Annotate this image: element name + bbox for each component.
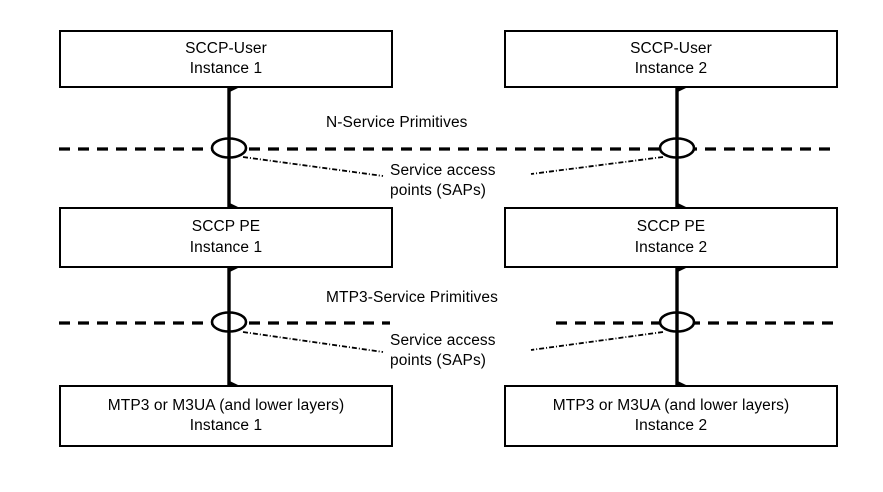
box-label-line2: Instance 2 (634, 60, 708, 77)
sap-ellipse-upper-right (658, 137, 696, 159)
box-label-line1: SCCP PE (191, 218, 261, 236)
box-label-line1: SCCP-User (630, 39, 712, 57)
sap-label-upper-line1: Service access (390, 162, 496, 179)
sap-label-lower-line1: Service access (390, 332, 496, 349)
box-label-line2: Instance 2 (634, 238, 708, 256)
leader-line-upper-left (242, 156, 384, 177)
mtp3-service-primitives-label: MTP3-Service Primitives (326, 288, 498, 308)
mtp3-m3ua-instance-2-box[interactable]: MTP3 or M3UA (and lower layers) Instance… (504, 385, 838, 447)
box-label-line1: MTP3 or M3UA (and lower layers) (107, 396, 345, 414)
sccp-pe-instance-1-box[interactable]: SCCP PE Instance 1 (59, 207, 393, 268)
sap-ellipse-upper-left (210, 137, 248, 159)
box-label-line2: Instance 2 (634, 417, 708, 434)
box-label-line1: SCCP-User (185, 39, 267, 57)
mtp3-m3ua-instance-1-box[interactable]: MTP3 or M3UA (and lower layers) Instance… (59, 385, 393, 447)
sap-ellipse-lower-left (210, 311, 248, 333)
box-label-line2: Instance 1 (189, 60, 263, 77)
sap-label-upper-line2: points (SAPs) (390, 182, 487, 200)
n-service-primitives-label: N-Service Primitives (326, 113, 468, 133)
sap-ellipse-lower-right (658, 311, 696, 333)
sap-label-upper: Service access points (SAPs) (390, 161, 496, 202)
mtp3-service-primitives-text: MTP3-Service Primitives (326, 289, 498, 306)
box-label-line2: Instance 1 (189, 417, 263, 434)
sccp-user-instance-1-box[interactable]: SCCP-User Instance 1 (59, 30, 393, 88)
box-label-line1: SCCP PE (636, 218, 706, 236)
sccp-user-instance-2-box[interactable]: SCCP-User Instance 2 (504, 30, 838, 88)
box-label-line1: MTP3 or M3UA (and lower layers) (552, 396, 790, 414)
n-service-primitives-text: N-Service Primitives (326, 114, 468, 131)
sap-label-lower: Service access points (SAPs) (390, 331, 496, 372)
sccp-pe-instance-2-box[interactable]: SCCP PE Instance 2 (504, 207, 838, 268)
leader-line-lower-right (530, 331, 664, 351)
box-label-line2: Instance 1 (189, 238, 263, 256)
sap-label-lower-line2: points (SAPs) (390, 352, 487, 370)
leader-line-lower-left (242, 331, 384, 353)
leader-line-upper-right (530, 156, 664, 175)
